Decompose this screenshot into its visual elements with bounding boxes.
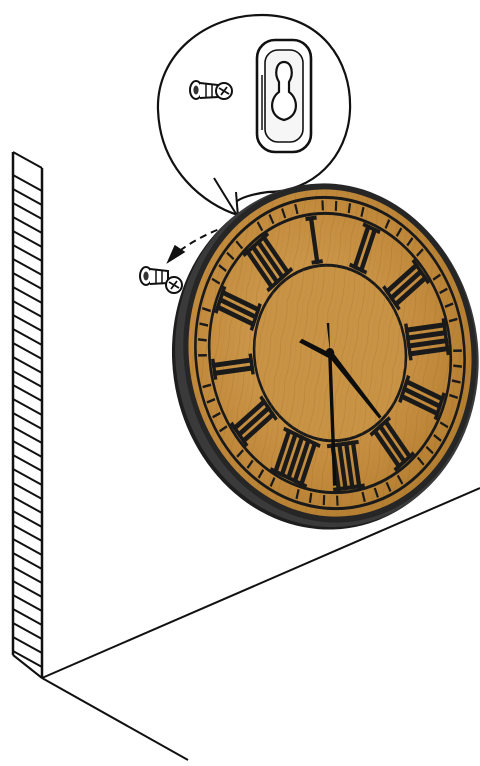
hatch-line — [13, 189, 42, 205]
hatch-line — [13, 287, 42, 303]
screw-anchor-icon — [140, 267, 182, 293]
hatch-line — [13, 413, 42, 429]
hatch-line — [13, 385, 42, 401]
hatch-line — [13, 539, 42, 555]
hatch-line — [13, 203, 42, 219]
roman-wall-clock-icon — [150, 164, 480, 549]
minute-tick — [453, 350, 462, 352]
hatch-line — [13, 483, 42, 499]
hatch-line — [13, 301, 42, 317]
hatch-line — [13, 623, 42, 639]
minute-tick — [336, 496, 338, 506]
minute-tick — [322, 200, 324, 210]
hatch-line — [13, 175, 42, 191]
hatch-line — [13, 581, 42, 597]
hatch-line — [13, 273, 42, 289]
hatch-line — [13, 217, 42, 233]
hatch-line — [13, 511, 42, 527]
hatch-line — [13, 329, 42, 345]
hatch-line — [13, 609, 42, 625]
hatch-line — [13, 441, 42, 457]
hatch-line — [13, 455, 42, 471]
hatch-line — [13, 245, 42, 261]
hatch-line — [13, 497, 42, 513]
hatch-line — [13, 371, 42, 387]
hatch-line — [13, 525, 42, 541]
hatch-line — [13, 315, 42, 331]
hatch-line — [13, 231, 42, 247]
floor-lines — [13, 488, 480, 760]
hatch-line — [13, 259, 42, 275]
hatch-line — [13, 553, 42, 569]
hatch-line — [13, 469, 42, 485]
hatch-line — [13, 567, 42, 583]
minute-tick — [198, 354, 207, 356]
hatch-line — [13, 427, 42, 443]
hatch-line — [13, 343, 42, 359]
screw-anchor-icon — [190, 81, 232, 99]
wall-section — [13, 152, 42, 678]
hatch-line — [13, 637, 42, 653]
hatch-line — [13, 357, 42, 373]
hatch-line — [13, 595, 42, 611]
wall-hatching — [13, 175, 42, 667]
keyhole-bracket-icon — [257, 40, 311, 152]
hatch-line — [13, 399, 42, 415]
